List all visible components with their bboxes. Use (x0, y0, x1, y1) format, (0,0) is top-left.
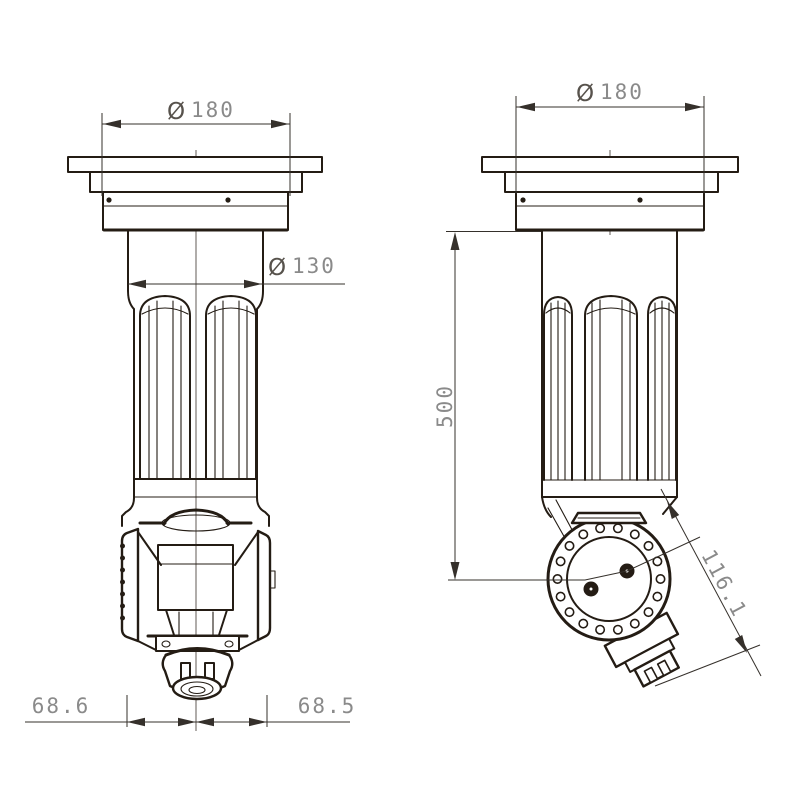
dim-front-offset-left: 68.6 (32, 694, 91, 718)
dim-side-overall-height: 500 (433, 384, 457, 428)
dim-side-flange-diameter-value: 180 (600, 80, 644, 104)
front-dimensions: Ø 180 Ø 130 68.6 68.5 (25, 98, 357, 727)
side-rib-columns (543, 295, 677, 481)
front-flange-screw-right (225, 197, 231, 203)
dim-side-head-reach: 116.1 (696, 546, 752, 622)
front-flange (67, 156, 323, 232)
dim-front-neck-diameter-value: 130 (292, 254, 336, 278)
side-flange-screw-right (637, 197, 643, 203)
front-knurled-knob (120, 527, 140, 643)
dim-front-flange-diameter-symbol: Ø (167, 99, 185, 125)
side-flange (481, 156, 739, 232)
side-column (541, 229, 678, 498)
front-view: Ø 180 Ø 130 68.6 68.5 (25, 98, 357, 731)
dim-front-offset-right: 68.5 (298, 694, 357, 718)
side-swivel-head (541, 496, 678, 642)
dim-side-flange-diameter-symbol: Ø (576, 81, 594, 107)
side-view: Ø 180 500 116.1 (433, 80, 762, 688)
front-collet-nose (161, 647, 234, 701)
front-head (120, 497, 276, 652)
front-side-block (256, 529, 272, 642)
side-flange-screw-left (520, 197, 526, 203)
dim-front-flange-diameter-value: 180 (191, 98, 235, 122)
front-neck (127, 229, 264, 499)
front-rib-columns (139, 295, 257, 480)
front-side-tab (269, 570, 276, 589)
front-knurl-serrations (120, 543, 125, 621)
side-bolt-circle (552, 523, 666, 635)
front-flange-screw-left (106, 197, 112, 203)
dim-front-neck-diameter-symbol: Ø (268, 255, 286, 281)
